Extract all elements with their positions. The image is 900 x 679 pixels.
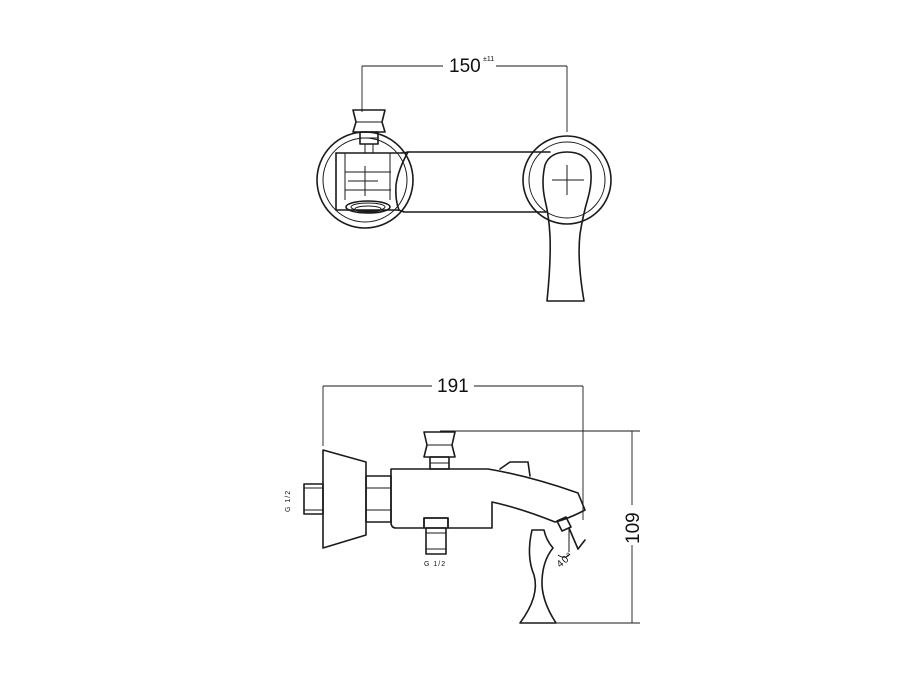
spout-angle-label: 40° bbox=[555, 550, 576, 570]
lever-handle-side bbox=[519, 529, 557, 624]
spout-angle-annotation: 40° bbox=[555, 550, 576, 570]
top-view: 150 ±11 bbox=[316, 56, 612, 302]
dimension-109-label: 109 bbox=[623, 512, 644, 544]
dimension-191: 191 bbox=[322, 376, 584, 520]
outlet-connector: G 1/2 bbox=[423, 517, 449, 568]
dimension-150-tolerance: ±11 bbox=[483, 56, 494, 63]
dimension-150-label: 150 bbox=[449, 56, 481, 77]
inlet-connector: G 1/2 bbox=[285, 483, 324, 515]
dimension-109: 109 bbox=[440, 430, 644, 624]
dimension-150: 150 ±11 bbox=[361, 56, 568, 132]
dimension-191-label: 191 bbox=[437, 376, 469, 397]
diverter-knob-top bbox=[352, 109, 386, 153]
body-and-spout bbox=[390, 461, 586, 552]
hex-nut bbox=[365, 475, 392, 523]
right-flange bbox=[522, 135, 612, 225]
outlet-thread-label: G 1/2 bbox=[424, 561, 446, 568]
inlet-thread-label: G 1/2 bbox=[285, 490, 292, 512]
diverter-knob-side bbox=[423, 431, 456, 470]
wall-flange-side bbox=[322, 449, 367, 549]
lever-handle-top bbox=[542, 151, 592, 302]
centre-marks-top bbox=[348, 165, 584, 196]
mixer-body bbox=[335, 151, 551, 213]
spout-outlet-top bbox=[344, 153, 391, 214]
side-view: 191 109 G 1/2 bbox=[285, 376, 644, 624]
